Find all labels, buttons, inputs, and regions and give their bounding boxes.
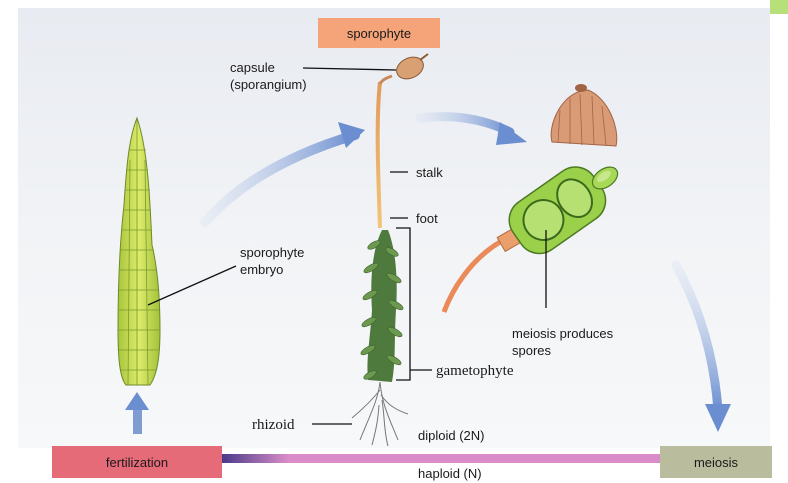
meiosis-box-label: meiosis — [694, 455, 739, 470]
fertilization-label: fertilization — [106, 455, 168, 470]
gametophyte-label: gametophyte — [436, 363, 514, 379]
rhizoid-label: rhizoid — [252, 417, 295, 433]
haploid-label: haploid (N) — [418, 466, 482, 481]
meiosis-box: meiosis — [660, 446, 772, 478]
stalk-illustration — [378, 82, 380, 228]
embryo-label-line2: embryo — [240, 262, 283, 277]
fertilization-box: fertilization — [52, 446, 222, 478]
corner-accent — [770, 0, 788, 14]
embryo-label-line1: sporophyte — [240, 245, 304, 260]
meiosis-produces-label: meiosis produces — [512, 326, 614, 341]
foot-label: foot — [416, 211, 438, 226]
stalk-label: stalk — [416, 165, 443, 180]
sporophyte-header-box: sporophyte — [318, 18, 440, 48]
spores-label: spores — [512, 343, 552, 358]
haploid-bar — [222, 454, 664, 463]
sporangium-label: (sporangium) — [230, 77, 307, 92]
sporophyte-header-label: sporophyte — [347, 26, 411, 41]
diploid-label: diploid (2N) — [418, 428, 484, 443]
capsule-label: capsule — [230, 60, 275, 75]
